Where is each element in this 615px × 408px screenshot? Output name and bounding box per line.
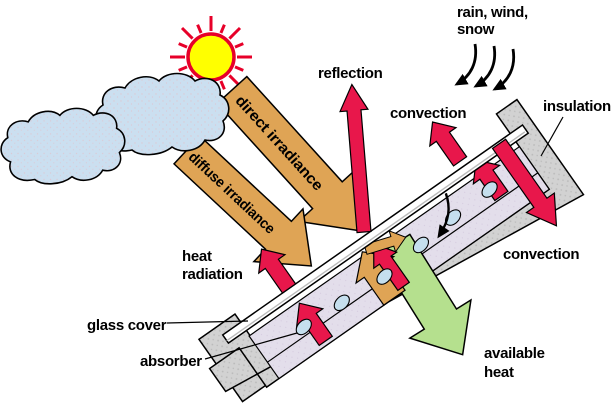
reflection-label: reflection (318, 65, 383, 82)
glass-cover (221, 123, 530, 345)
glass-cover-leader-line (166, 320, 249, 324)
sun-disc (186, 32, 236, 82)
absorber-leader-line (204, 332, 298, 360)
absorber-label: absorber (140, 353, 202, 370)
convection-top-arrow (429, 121, 468, 167)
available-heat-label-line2: heat (484, 364, 514, 381)
convection-top-label: convection (390, 105, 466, 122)
convection-right-label: convection (503, 246, 579, 263)
convection-right-arrow (491, 138, 558, 227)
available-heat-label-line1: available (484, 345, 545, 362)
condensation-droplets (295, 181, 498, 336)
rain-wind-snow-arrows (454, 43, 516, 91)
internal-convection-curve-arrow (437, 192, 450, 239)
heat-radiation-label-line2: radiation (182, 266, 243, 283)
sun-rays (170, 16, 252, 98)
heat-radiation-label-line1: heat (182, 248, 212, 265)
collector-assembly (197, 98, 585, 403)
insulation-body (208, 98, 585, 393)
insulation-label: insulation (543, 98, 611, 115)
rain-wind-snow-label-line2: snow (457, 21, 495, 38)
inside-convection-arrow (472, 159, 509, 202)
reflection-arrow (339, 83, 372, 234)
glass-cover-shading (226, 131, 526, 342)
glass-cover-label: glass cover (87, 317, 167, 334)
transmitted-irradiance-arrow (363, 229, 407, 255)
heat-radiation-arrow (257, 248, 297, 294)
insulation-leader-line (540, 116, 564, 157)
rain-wind-snow-label-line1: rain, wind, (457, 4, 528, 21)
